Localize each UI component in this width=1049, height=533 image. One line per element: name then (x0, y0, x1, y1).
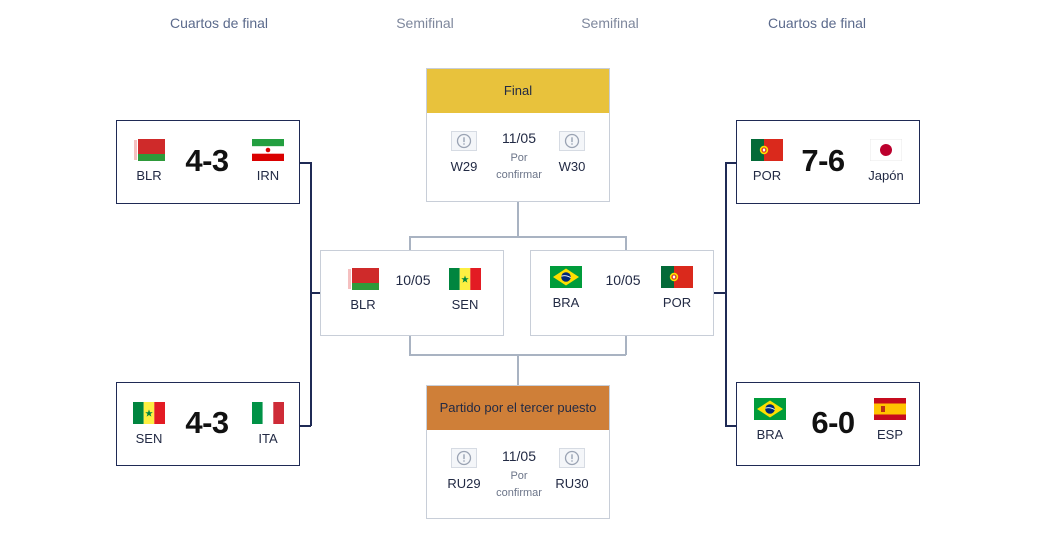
final-slot-home: W29 (434, 131, 494, 174)
team-abbr: ESP (876, 427, 903, 442)
quarterfinal-match-card[interactable]: BRA 6-0 ESP (736, 382, 920, 466)
brazil-flag-icon (550, 266, 582, 288)
team-abbr: BLR (136, 168, 162, 183)
belarus-flag-icon (347, 268, 379, 290)
team-away: ITA (238, 402, 298, 446)
team-away: SEN (435, 268, 495, 312)
third-place-date-block: 11/05 Por confirmar (479, 448, 559, 502)
final-header: Final (427, 69, 609, 113)
round-title-quarterfinal-left: Cuartos de final (169, 15, 269, 31)
brazil-flag-icon (754, 398, 786, 420)
connector-line (310, 292, 321, 294)
team-abbr: Japón (868, 168, 904, 183)
connector-line (725, 162, 727, 426)
semifinal-match-card[interactable]: BLR 10/05 SEN (320, 250, 504, 336)
third-place-header: Partido por el tercer puesto (427, 386, 609, 430)
round-title-semifinal-left: Semifinal (396, 15, 454, 31)
exclamation-circle-icon (451, 448, 477, 468)
spain-flag-icon (874, 398, 906, 420)
connector-line (409, 335, 411, 355)
match-time: Por confirmar (479, 150, 559, 184)
team-away: IRN (238, 139, 298, 183)
iran-flag-icon (252, 139, 284, 161)
team-home: BRA (740, 398, 800, 442)
quarterfinal-match-card[interactable]: SEN 4-3 ITA (116, 382, 300, 466)
final-date-block: 11/05 Por confirmar (479, 130, 559, 184)
match-date: 11/05 (502, 448, 536, 464)
match-date: 11/05 (502, 130, 536, 146)
match-score: 7-6 (801, 143, 845, 178)
exclamation-circle-icon (451, 131, 477, 151)
connector-line (299, 425, 311, 427)
team-abbr: SEN (135, 431, 163, 446)
time-line: Por (510, 470, 528, 482)
italy-flag-icon (252, 402, 284, 424)
portugal-flag-icon (661, 266, 693, 288)
connector-line (409, 236, 411, 251)
connector-line (625, 335, 627, 355)
connector-line (725, 162, 737, 164)
match-score: 4-3 (185, 405, 229, 440)
team-abbr: BLR (350, 297, 376, 312)
team-home: BLR (119, 139, 179, 183)
japan-flag-icon (870, 139, 902, 161)
round-title-quarterfinal-right: Cuartos de final (767, 15, 867, 31)
team-away: POR (647, 266, 707, 310)
connector-line (310, 162, 312, 426)
team-abbr: BRA (552, 295, 580, 310)
slot-label: W30 (558, 159, 586, 174)
slot-label: W29 (450, 159, 478, 174)
semifinal-match-card[interactable]: BRA 10/05 POR (530, 250, 714, 336)
third-place-match-card[interactable]: Partido por el tercer puesto RU29 11/05 … (426, 385, 610, 519)
senegal-flag-icon (133, 402, 165, 424)
team-abbr: SEN (451, 297, 479, 312)
time-line: Por (510, 152, 528, 164)
team-home: BRA (536, 266, 596, 310)
team-abbr: POR (752, 168, 782, 183)
exclamation-circle-icon (559, 448, 585, 468)
connector-line (409, 236, 626, 238)
portugal-flag-icon (751, 139, 783, 161)
team-home: SEN (119, 402, 179, 446)
team-home: POR (737, 139, 797, 183)
match-score: 6-0 (811, 405, 855, 440)
team-away: Japón (856, 139, 916, 183)
team-abbr: IRN (256, 168, 280, 183)
team-abbr: BRA (756, 427, 784, 442)
connector-line (625, 236, 627, 251)
team-home: BLR (333, 268, 393, 312)
match-date: 10/05 (605, 272, 641, 288)
slot-label: RU30 (555, 476, 589, 491)
slot-label: RU29 (447, 476, 481, 491)
final-slot-away: W30 (542, 131, 602, 174)
exclamation-circle-icon (559, 131, 585, 151)
connector-line (725, 425, 737, 427)
third-place-slot-home: RU29 (434, 448, 494, 491)
team-abbr: POR (662, 295, 692, 310)
time-line: confirmar (496, 169, 542, 181)
quarterfinal-match-card[interactable]: POR 7-6 Japón (736, 120, 920, 204)
match-time: Por confirmar (479, 468, 559, 502)
time-line: confirmar (496, 487, 542, 499)
round-title-semifinal-right: Semifinal (581, 15, 639, 31)
match-date: 10/05 (395, 272, 431, 288)
quarterfinal-match-card[interactable]: BLR 4-3 IRN (116, 120, 300, 204)
team-abbr: ITA (258, 431, 278, 446)
senegal-flag-icon (449, 268, 481, 290)
connector-line (299, 162, 311, 164)
third-place-slot-away: RU30 (542, 448, 602, 491)
connector-line (714, 292, 726, 294)
final-match-card[interactable]: Final W29 11/05 Por confirmar W30 (426, 68, 610, 202)
connector-line (517, 201, 519, 237)
team-away: ESP (860, 398, 920, 442)
match-score: 4-3 (185, 143, 229, 178)
belarus-flag-icon (133, 139, 165, 161)
connector-line (517, 354, 519, 386)
